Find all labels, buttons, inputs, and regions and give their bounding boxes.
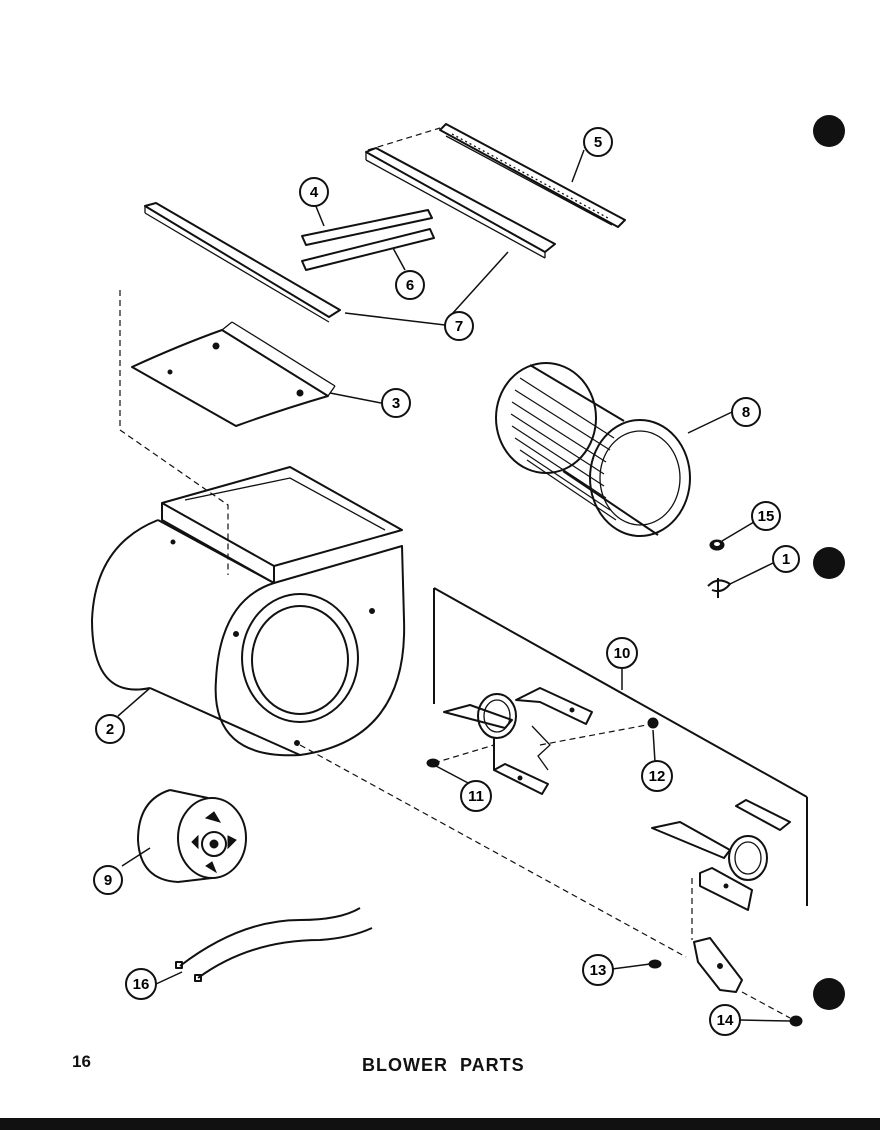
callout-label: 6 [406, 277, 414, 294]
callout-9: 9 [93, 865, 123, 895]
part-cutoff-plate [131, 321, 336, 427]
part-top-rail [367, 123, 626, 228]
part-motor [137, 789, 247, 883]
binder-hole-middle [813, 547, 845, 579]
callout-2: 2 [95, 714, 125, 744]
part-angle-bracket-upper [365, 147, 556, 259]
part-blower-housing [91, 466, 406, 757]
page-number: 16 [72, 1052, 91, 1071]
callout-14: 14 [709, 1004, 741, 1036]
dashed-guide-screw-12 [539, 723, 653, 746]
dashed-guide-screw-14 [741, 991, 791, 1019]
part-wiring-harness [175, 907, 373, 982]
binder-hole-top [813, 115, 845, 147]
part-screw-13 [648, 959, 662, 969]
binder-hole-bottom [813, 978, 845, 1010]
part-strip-4 [301, 209, 433, 246]
callout-label: 4 [310, 184, 319, 201]
callout-label: 11 [468, 788, 484, 805]
callout-10: 10 [606, 637, 638, 669]
callout-3: 3 [381, 388, 411, 418]
callout-label: 9 [104, 872, 112, 889]
page-title: BLOWER PARTS [362, 1055, 525, 1075]
callout-label: 16 [133, 976, 150, 993]
callout-label: 13 [590, 962, 607, 979]
part-screw-14 [789, 1015, 803, 1027]
callout-label: 15 [758, 508, 775, 525]
part-clip-1 [707, 578, 731, 598]
part-screw-11 [426, 758, 440, 768]
callout-label: 12 [649, 768, 666, 785]
part-nut-15 [709, 539, 725, 551]
dashed-guide-screw-11 [433, 744, 495, 764]
callout-12: 12 [641, 760, 673, 792]
callout-1: 1 [772, 545, 800, 573]
part-motor-bracket [693, 937, 743, 993]
callout-15: 15 [751, 501, 781, 531]
leader-lines [117, 149, 791, 1022]
callout-label: 5 [594, 134, 602, 151]
callout-4: 4 [299, 177, 329, 207]
callout-label: 14 [717, 1012, 734, 1029]
part-motor-mount-assembly [433, 587, 808, 911]
part-strip-6 [301, 228, 435, 271]
page-bottom-edge [0, 1118, 880, 1130]
callout-8: 8 [731, 397, 761, 427]
callout-label: 2 [106, 721, 114, 738]
callout-7: 7 [444, 311, 474, 341]
callout-5: 5 [583, 127, 613, 157]
part-nut-12 [647, 717, 659, 729]
callout-label: 7 [455, 318, 463, 335]
callout-16: 16 [125, 968, 157, 1000]
callout-13: 13 [582, 954, 614, 986]
callout-11: 11 [460, 780, 492, 812]
callout-label: 1 [782, 551, 790, 568]
callout-label: 10 [614, 645, 631, 662]
callout-label: 3 [392, 395, 400, 412]
dashed-guide-housing [299, 744, 687, 958]
callout-label: 8 [742, 404, 750, 421]
dashed-guide-cutoff [119, 290, 229, 575]
part-angle-bracket-lower [144, 202, 341, 323]
callout-6: 6 [395, 270, 425, 300]
part-blower-wheel [495, 362, 691, 537]
